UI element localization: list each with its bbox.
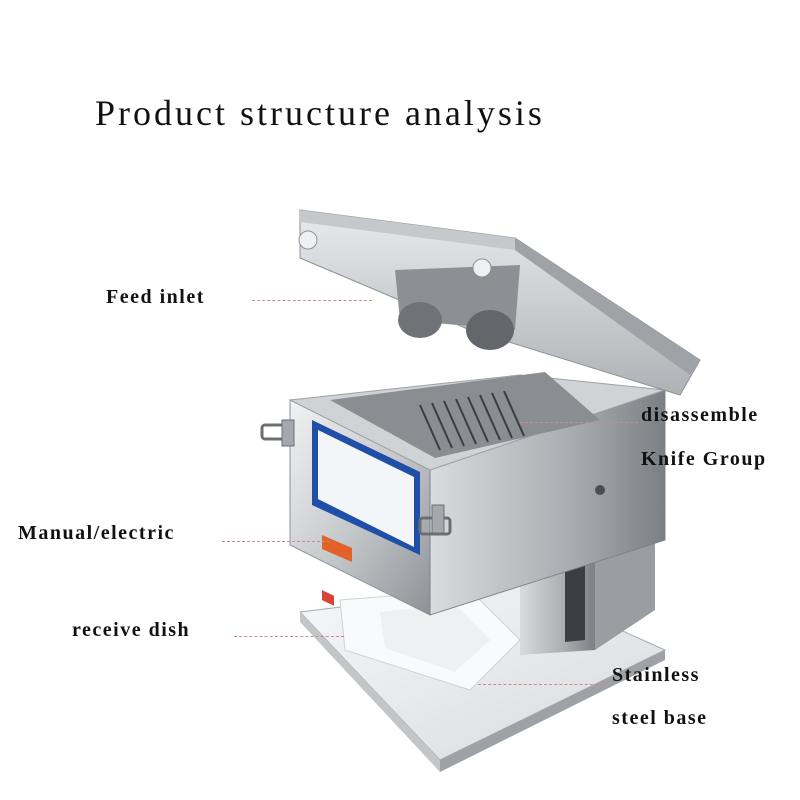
leader-knife-group — [520, 422, 638, 423]
leader-feed-inlet — [252, 300, 372, 301]
leader-receive-dish — [234, 636, 344, 637]
machine-legs — [520, 535, 655, 655]
feed-inlet-lid — [298, 209, 701, 396]
side-latch-left — [260, 419, 295, 447]
leader-stainless-base — [478, 684, 608, 685]
label-receive-dish: receive dish — [72, 619, 191, 641]
label-feed-inlet: Feed inlet — [106, 286, 205, 308]
instruction-panel — [312, 420, 420, 606]
label-disassemble: disassemble — [641, 404, 759, 426]
side-latch-right — [418, 504, 452, 536]
knife-group — [330, 372, 600, 458]
receive-dish — [339, 589, 521, 691]
label-steel-base: steel base — [612, 707, 708, 729]
page-title: Product structure analysis — [95, 93, 545, 133]
label-manual-electric: Manual/electric — [18, 522, 175, 544]
label-knife-group: Knife Group — [641, 448, 767, 470]
leader-manual-electric — [222, 541, 330, 542]
label-stainless: Stainless — [612, 664, 700, 686]
